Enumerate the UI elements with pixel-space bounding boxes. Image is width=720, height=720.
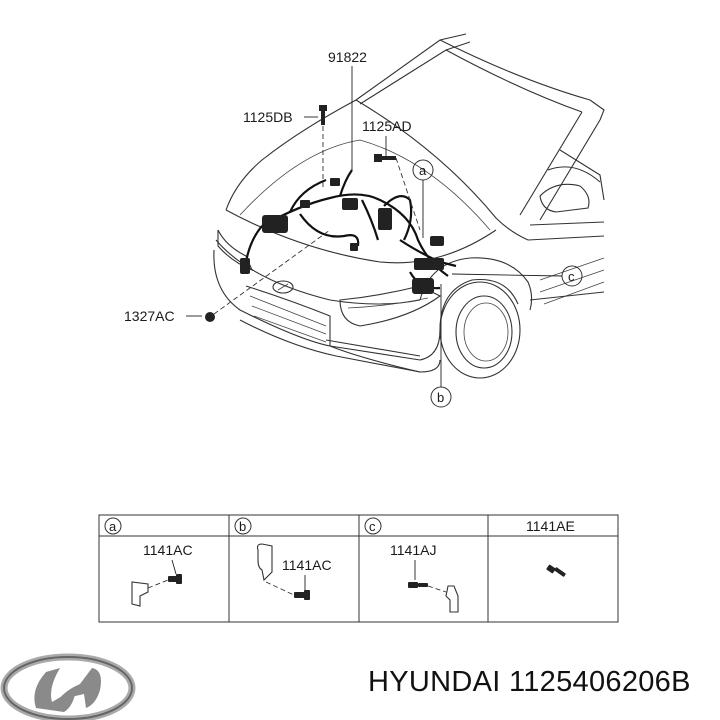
table-header-label-1141AE: 1141AE	[526, 518, 575, 534]
bolt-icon	[319, 105, 327, 111]
part-label-1327AC: 1327AC	[124, 308, 175, 324]
callout-1327AC: 1327AC	[124, 229, 331, 324]
cell-a-part-label: 1141AC	[143, 542, 193, 558]
part-label-91822: 91822	[328, 49, 367, 65]
connector-block	[430, 236, 444, 246]
connector-block	[330, 178, 340, 186]
detail-table: a b c 1141AE 1141AC 1141AC	[98, 514, 619, 623]
part-label-1125DB: 1125DB	[243, 109, 293, 125]
callout-91822: 91822	[328, 49, 367, 170]
screw-icon	[546, 564, 556, 574]
hyundai-logo-icon	[0, 653, 136, 720]
detail-marker-b: b	[430, 284, 452, 408]
connector-block	[414, 258, 444, 270]
table-header-b: b	[234, 517, 252, 535]
nut-icon	[205, 312, 215, 322]
brand-part-number: HYUNDAI 1125406206B	[368, 666, 691, 698]
detail-marker-c: c	[451, 265, 583, 287]
table-cell-1141AE	[546, 564, 566, 577]
table-cell-b: 1141AC	[256, 543, 332, 600]
table-cell-c: 1141AJ	[390, 542, 459, 613]
cell-c-part-label: 1141AJ	[390, 542, 436, 558]
table-header-label-a: a	[109, 519, 117, 534]
bolt-icon	[408, 582, 418, 588]
bracket-icon	[445, 585, 459, 613]
connector-block	[300, 200, 310, 208]
marker-label-a: a	[419, 163, 427, 178]
connector-block	[412, 278, 434, 294]
connector-block	[350, 243, 358, 251]
fuse-box-block	[262, 215, 288, 233]
marker-label-c: c	[568, 269, 575, 284]
detail-marker-a: a	[412, 159, 434, 238]
bracket-icon	[131, 581, 149, 607]
bolt-icon	[374, 154, 382, 162]
car-illustration	[213, 33, 605, 379]
table-header-label-c: c	[369, 519, 376, 534]
callout-1125AD: 1125AD	[362, 118, 421, 231]
connector-block	[378, 208, 392, 230]
part-label-1125AD: 1125AD	[362, 118, 412, 134]
connector-block	[342, 198, 358, 210]
connector-block	[240, 258, 250, 274]
wiring-harness	[240, 169, 457, 294]
table-header-label-b: b	[239, 519, 246, 534]
marker-label-b: b	[437, 390, 444, 405]
callout-1125DB: 1125DB	[243, 105, 327, 190]
table-header-c: c	[364, 517, 382, 535]
table-cell-a: 1141AC	[131, 542, 193, 607]
cell-b-part-label: 1141AC	[282, 557, 332, 573]
table-header-a: a	[104, 517, 122, 535]
clip-icon	[256, 543, 273, 582]
